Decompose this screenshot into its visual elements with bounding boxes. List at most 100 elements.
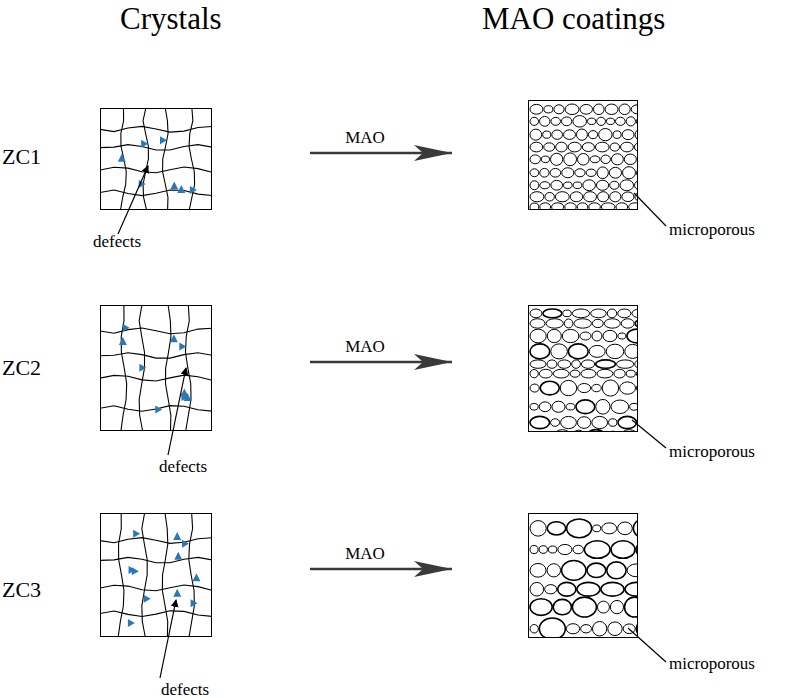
pore <box>603 330 617 341</box>
grain-grid <box>100 513 212 637</box>
pore <box>570 370 580 377</box>
pore <box>589 345 605 357</box>
pore <box>592 331 602 341</box>
pore <box>597 117 606 125</box>
pore <box>551 180 563 190</box>
grain-boundary <box>189 513 195 637</box>
pore <box>544 143 555 151</box>
column-heading: Crystals <box>120 2 222 36</box>
pore <box>601 155 611 163</box>
pore <box>608 622 622 636</box>
pore <box>552 203 564 210</box>
pore <box>564 319 573 328</box>
pore <box>551 153 563 165</box>
edge-label: MAO <box>343 129 387 148</box>
pore <box>592 319 603 327</box>
grain-boundary <box>166 305 171 431</box>
pore <box>598 192 609 202</box>
pore <box>551 344 568 359</box>
grain-boundary <box>100 328 212 334</box>
pore <box>611 154 623 165</box>
pore <box>539 618 565 638</box>
defect-mark <box>133 530 140 538</box>
pore <box>593 104 604 115</box>
pore <box>578 154 590 166</box>
pore <box>573 545 583 554</box>
edge-label: MAO <box>343 545 387 564</box>
defect-mark <box>155 405 162 413</box>
callout-label: microporous <box>669 655 755 674</box>
pore <box>540 381 559 395</box>
pore <box>530 309 542 318</box>
pore <box>564 182 573 188</box>
crystal-box: defects <box>100 305 212 431</box>
grain-boundary <box>118 513 124 637</box>
edge-label: MAO <box>343 338 387 357</box>
pore <box>595 142 609 152</box>
pore <box>627 329 638 343</box>
pore <box>618 416 637 428</box>
pore <box>599 129 612 141</box>
process-arrow <box>310 361 452 364</box>
pore <box>580 104 593 114</box>
pore <box>601 203 615 210</box>
sample-label: ZC2 <box>2 356 41 380</box>
pore <box>593 525 601 532</box>
pore <box>625 582 638 596</box>
pore <box>620 180 634 191</box>
pore <box>592 416 608 428</box>
pore <box>563 310 572 317</box>
grain-boundary <box>100 375 212 381</box>
pore <box>558 360 571 368</box>
defect-mark <box>118 154 126 162</box>
pore <box>581 625 592 633</box>
defect-mark <box>177 185 185 193</box>
pore <box>560 380 576 395</box>
pore <box>618 309 631 318</box>
pore <box>561 117 571 126</box>
sample-label: ZC3 <box>2 578 41 602</box>
column-heading: MAO coatings <box>482 2 665 36</box>
pore <box>576 129 587 140</box>
pore <box>556 142 567 152</box>
pore <box>530 329 546 343</box>
pore <box>611 541 635 559</box>
pore <box>541 156 549 163</box>
defect-mark <box>174 552 182 560</box>
pore <box>572 360 581 368</box>
pore <box>602 380 618 396</box>
crystal-box: defects <box>100 108 212 210</box>
defect-mark <box>182 540 189 548</box>
defect-mark <box>123 324 130 332</box>
pore <box>618 333 626 339</box>
pore <box>547 329 561 342</box>
pore <box>561 416 577 428</box>
pore <box>622 192 634 202</box>
pore <box>530 384 539 392</box>
pore <box>629 203 638 210</box>
grain-boundary <box>100 538 212 544</box>
pore <box>596 180 608 190</box>
defect-mark <box>128 619 135 627</box>
pore <box>610 192 621 202</box>
pore <box>551 117 561 125</box>
pore <box>605 104 618 114</box>
coating-box: microporous <box>528 100 638 210</box>
pore <box>551 419 560 427</box>
defect-mark <box>192 573 200 581</box>
pore <box>597 369 613 378</box>
callout-label: defects <box>93 233 141 252</box>
pore <box>584 541 610 559</box>
grain-grid <box>100 305 212 431</box>
leader-line <box>160 600 176 678</box>
pore <box>626 370 635 377</box>
leader-line <box>634 193 666 226</box>
pore <box>530 319 545 328</box>
pore <box>564 153 577 166</box>
grain-boundary <box>143 108 148 210</box>
pore <box>530 370 538 378</box>
defect-mark <box>119 337 127 345</box>
pore <box>582 143 594 152</box>
pore <box>530 521 546 537</box>
